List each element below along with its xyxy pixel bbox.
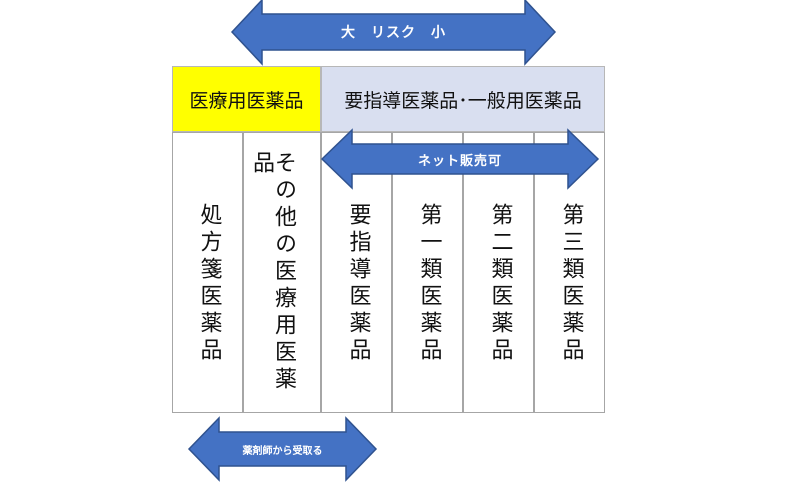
column-label-prescription: 処方箋医薬品 xyxy=(196,203,222,365)
column-other-rx: その他の医療用医薬品 xyxy=(243,132,321,413)
net-sales-arrow-overlay xyxy=(320,128,600,190)
column-label-guidance: 要指導医薬品 xyxy=(345,203,371,365)
net-sales-arrow-label: ネット販売可 xyxy=(417,153,502,169)
pharmacist-arrow-label: 薬剤師から受取る xyxy=(242,445,323,457)
risk-arrow xyxy=(230,0,557,66)
column-prescription: 処方箋医薬品 xyxy=(172,132,243,413)
column-guidance: 要指導医薬品 xyxy=(321,132,392,413)
risk-arrow-label: 大 リスク 小 xyxy=(341,25,446,41)
rx-drugs-header: 医療用医薬品 xyxy=(172,66,321,132)
otc-drugs-header: 要指導医薬品･一般用医薬品 xyxy=(321,66,605,132)
column-label-class1: 第一類医薬品 xyxy=(416,203,442,365)
column-label-other-rx: その他の医療用医薬品 xyxy=(249,151,296,394)
column-class3: 第三類医薬品 xyxy=(534,132,605,413)
column-class2: 第二類医薬品 xyxy=(463,132,534,413)
column-class1: 第一類医薬品 xyxy=(392,132,463,413)
pharmacist-arrow xyxy=(187,416,378,482)
column-label-class3: 第三類医薬品 xyxy=(558,203,584,365)
column-label-class2: 第二類医薬品 xyxy=(487,203,513,365)
